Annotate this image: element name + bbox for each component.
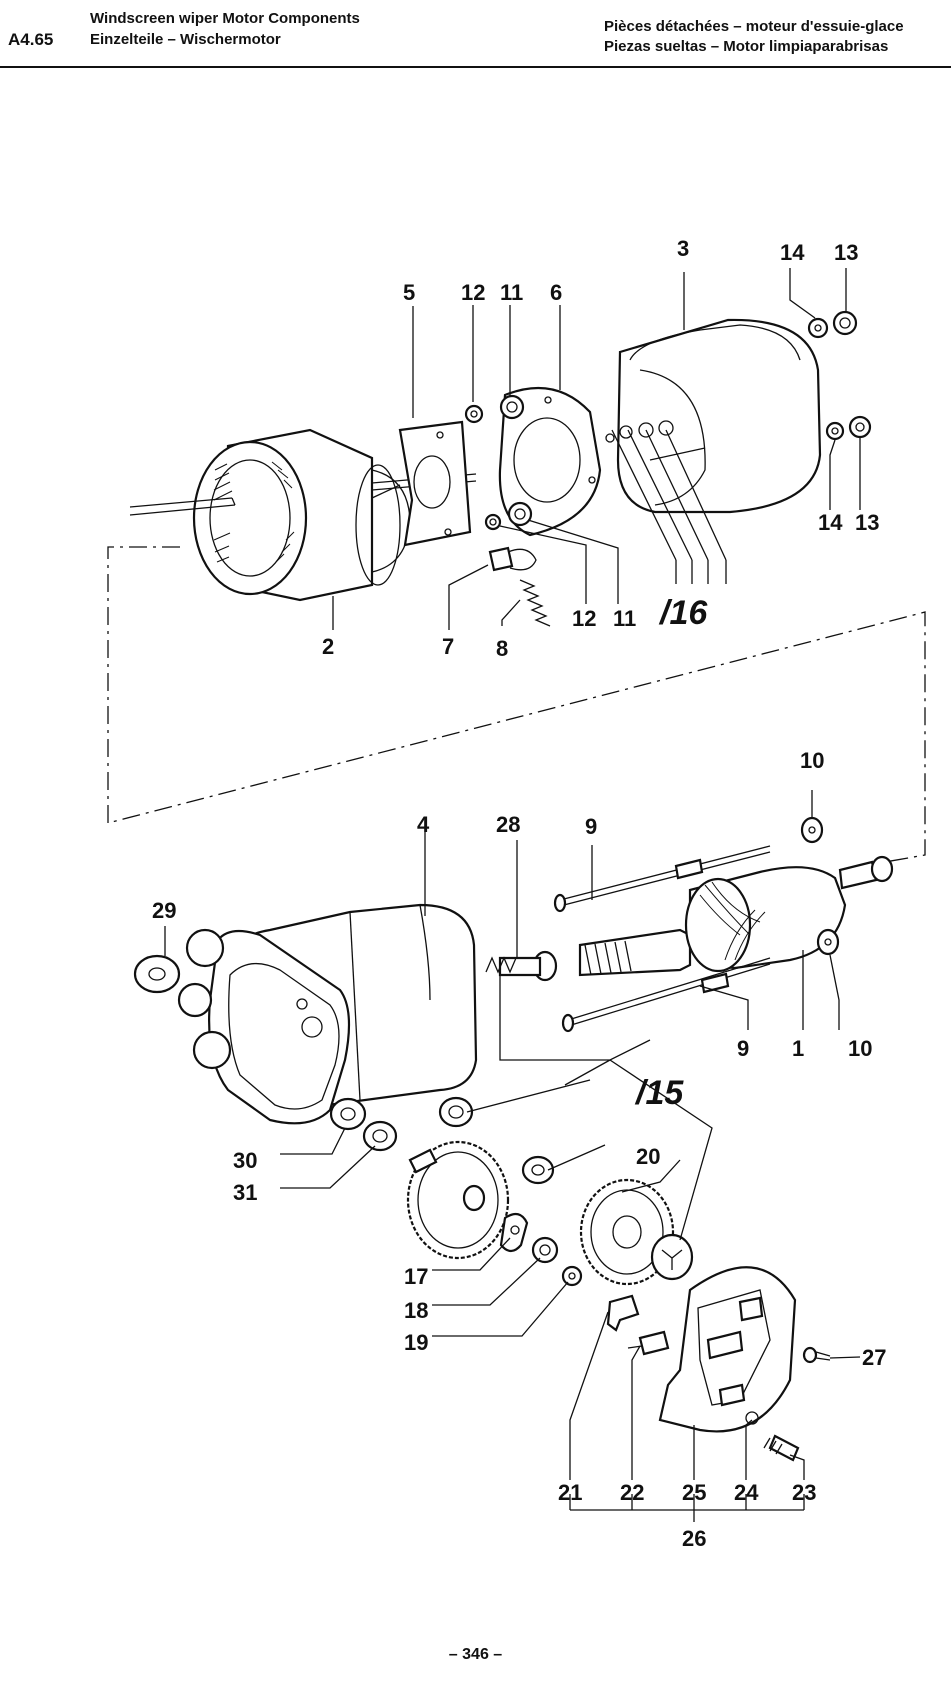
- through-bolt-9-top: [553, 845, 771, 913]
- armature-part: [578, 855, 894, 977]
- callout-20: 20: [636, 1144, 660, 1169]
- washer-12-bottom: [484, 513, 502, 531]
- gear-20-part: [579, 1178, 675, 1286]
- callout-27: 27: [862, 1345, 886, 1370]
- callout-3: 3: [677, 236, 689, 261]
- callout-9-top: 9: [585, 814, 597, 839]
- title-french: Pièces détachées – moteur d'essuie-glace: [604, 18, 904, 35]
- callout-10-top: 10: [800, 748, 824, 773]
- callout-13-bottom: 13: [855, 510, 879, 535]
- callout-7: 7: [442, 634, 454, 659]
- contact-21: [606, 1294, 640, 1332]
- callout-6: 6: [550, 280, 562, 305]
- callout-11-top: 11: [500, 280, 523, 305]
- callout-24: 24: [734, 1480, 759, 1505]
- callout-30: 30: [233, 1148, 257, 1173]
- callout-16-number: 16: [669, 594, 708, 632]
- callout-13-top: 13: [834, 240, 858, 265]
- washer-15a: [438, 1096, 474, 1128]
- callout-28: 28: [496, 812, 520, 837]
- gasket-plate-part: [498, 387, 602, 537]
- brush-plate-part: [398, 420, 472, 547]
- callout-17: 17: [404, 1264, 428, 1289]
- screw-23: [763, 1434, 800, 1462]
- callout-29: 29: [152, 898, 176, 923]
- callout-8: 8: [496, 636, 508, 661]
- through-bolt-9-bottom: [561, 957, 771, 1033]
- callout-5: 5: [403, 280, 415, 305]
- callout-23: 23: [792, 1480, 816, 1505]
- callout-18: 18: [404, 1298, 428, 1323]
- gear-large-part: [406, 1140, 510, 1260]
- washer-10-bottom: [816, 928, 840, 956]
- leader-lines: [164, 268, 861, 1522]
- callout-31: 31: [233, 1180, 257, 1205]
- callout-12-top: 12: [461, 280, 485, 305]
- spring-part: [519, 579, 551, 627]
- screw-27: [802, 1346, 831, 1364]
- stator-housing-part: [129, 428, 477, 602]
- callout-16: /16: [658, 594, 708, 632]
- washer-15b: [521, 1155, 555, 1185]
- page-number: – 346 –: [448, 1646, 503, 1663]
- callout-12-bottom: 12: [572, 606, 596, 631]
- washer-10-top: [800, 816, 824, 844]
- callout-9-bottom: 9: [737, 1036, 749, 1061]
- title-german: Einzelteile – Wischermotor: [90, 31, 281, 48]
- assembly-line: [107, 546, 926, 863]
- washer-18: [531, 1236, 559, 1264]
- nut-11-bottom: [507, 501, 533, 527]
- nut-11-top: [499, 394, 525, 420]
- title-spanish: Piezas sueltas – Motor limpiaparabrisas: [604, 38, 889, 55]
- washer-14-top: [807, 317, 829, 339]
- callout-15: /15: [634, 1074, 684, 1112]
- brush-part: [488, 546, 537, 572]
- callout-14-bottom: 14: [818, 510, 843, 535]
- callout-22: 22: [620, 1480, 644, 1505]
- washer-30: [329, 1097, 367, 1131]
- callout-15-number: 15: [645, 1074, 684, 1112]
- nut-13-top: [832, 310, 858, 336]
- callout-2: 2: [322, 634, 334, 659]
- callout-25: 25: [682, 1480, 706, 1505]
- title-english: Windscreen wiper Motor Components: [90, 10, 360, 27]
- washer-19: [561, 1265, 583, 1287]
- header-rule: [0, 66, 951, 68]
- nut-13-bottom: [848, 415, 872, 439]
- callout-10-bottom: 10: [848, 1036, 872, 1061]
- contact-22: [627, 1330, 670, 1356]
- callout-14-top: 14: [780, 240, 805, 265]
- cam-15c: [650, 1233, 694, 1281]
- washer-29: [133, 954, 181, 994]
- callout-4: 4: [417, 812, 430, 837]
- page-header: A4.65 Windscreen wiper Motor Components …: [0, 0, 951, 72]
- washer-12-top: [464, 404, 484, 424]
- callout-26: 26: [682, 1526, 706, 1551]
- callout-11-bottom: 11: [613, 606, 636, 631]
- crank-17: [499, 1212, 529, 1253]
- washer-14-bottom: [825, 421, 845, 441]
- callout-1: 1: [792, 1036, 804, 1061]
- callout-21: 21: [558, 1480, 582, 1505]
- switch-cover-25: [658, 1266, 797, 1433]
- washer-31: [362, 1120, 398, 1152]
- callout-19: 19: [404, 1330, 428, 1355]
- thrust-screw-28: [485, 950, 558, 982]
- section-code: A4.65: [8, 30, 54, 49]
- gearbox-housing-part: [177, 903, 478, 1125]
